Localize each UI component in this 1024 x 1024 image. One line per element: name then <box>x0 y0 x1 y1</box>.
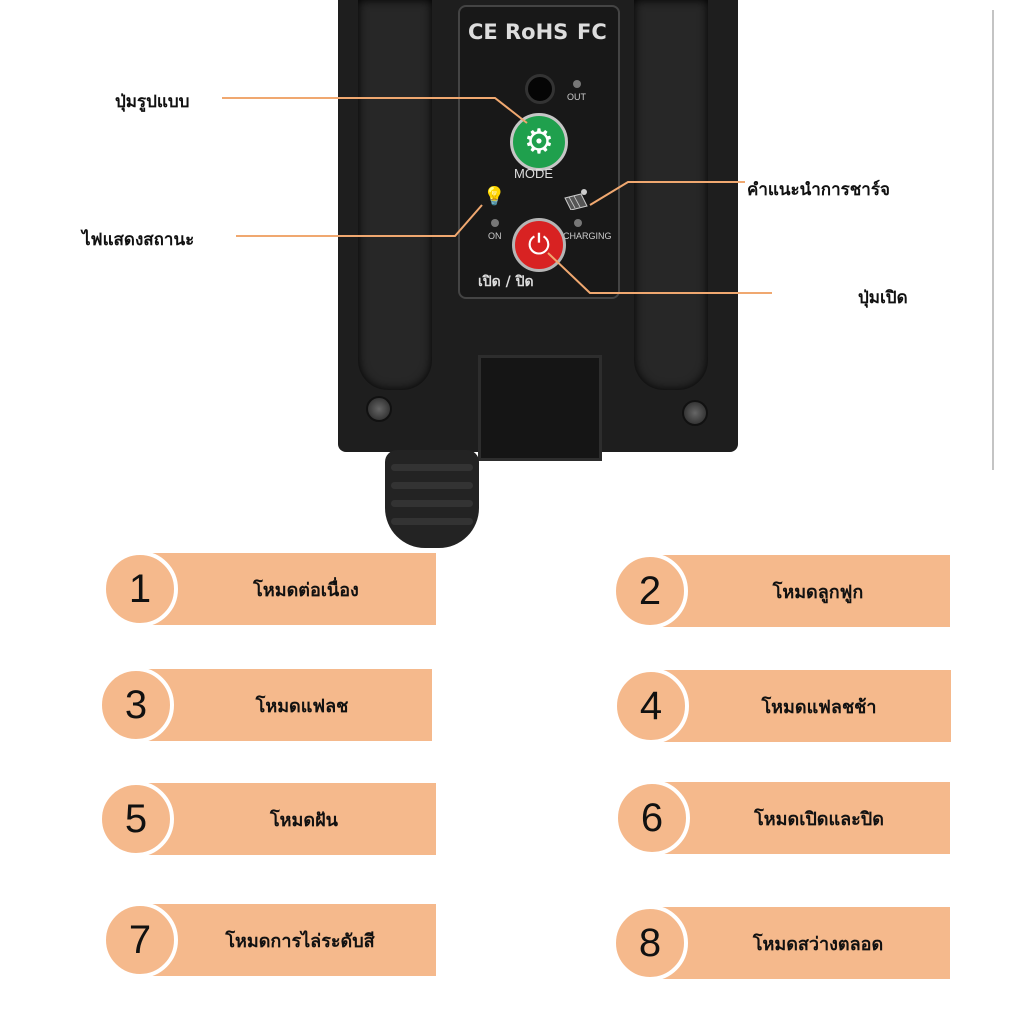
mode-label: โหมดแฟลช <box>255 695 349 717</box>
light-sensor <box>525 74 555 104</box>
power-button[interactable]: ⏻ <box>512 218 566 272</box>
mode-number: 1 <box>102 551 178 627</box>
mode-label: โหมดต่อเนื่อง <box>253 579 359 601</box>
mode-item-8: 8 โหมดสว่างตลอด <box>612 905 950 981</box>
out-led <box>573 80 581 88</box>
mode-item-2: 2 โหมดลูกฟูก <box>612 553 950 629</box>
power-label: เปิด / ปิด <box>478 274 534 290</box>
mode-label: โหมดเปิดและปิด <box>754 808 884 830</box>
mode-label: โหมดการไล่ระดับสี <box>225 930 375 952</box>
rohs-mark: RoHS <box>505 20 569 44</box>
left-screw <box>366 396 392 422</box>
power-button-callout: ปุ่มเปิด <box>858 288 908 308</box>
mode-number: 5 <box>98 781 174 857</box>
mode-label: โหมดแฟลชช้า <box>761 696 877 718</box>
bulb-icon: 💡 <box>483 186 506 207</box>
mode-label: โหมดลูกฟูก <box>772 581 864 603</box>
charging-label: CHARGING <box>563 231 612 241</box>
status-light-callout: ไฟแสดงสถานะ <box>82 230 195 250</box>
mode-number: 2 <box>612 553 688 629</box>
cable-plug <box>385 450 479 548</box>
charge-indicator-callout: คำแนะนำการชาร์จ <box>747 180 890 200</box>
on-label: ON <box>488 231 502 241</box>
mode-item-6: 6 โหมดเปิดและปิด <box>614 780 950 856</box>
mode-item-4: 4 โหมดแฟลชช้า <box>613 668 951 744</box>
solar-panel-icon <box>563 188 589 211</box>
mode-item-5: 5 โหมดฝัน <box>98 781 436 857</box>
mode-number: 3 <box>98 667 174 743</box>
mode-label: โหมดสว่างตลอด <box>752 933 884 955</box>
connector-housing <box>478 355 602 461</box>
callout-lines <box>222 10 994 470</box>
mode-item-3: 3 โหมดแฟลช <box>98 667 432 743</box>
mode-number: 6 <box>614 780 690 856</box>
power-icon: ⏻ <box>527 228 551 261</box>
charging-led <box>574 219 582 227</box>
gear-icon: ⚙ <box>523 122 555 162</box>
left-ridge <box>358 0 432 390</box>
right-screw <box>682 400 708 426</box>
mode-number: 7 <box>102 902 178 978</box>
out-label: OUT <box>567 92 586 102</box>
mode-item-7: 7 โหมดการไล่ระดับสี <box>102 902 436 978</box>
right-ridge <box>634 0 708 390</box>
mode-label: โหมดฝัน <box>270 809 338 831</box>
mode-button-callout: ปุ่มรูปแบบ <box>115 92 190 112</box>
mode-item-1: 1 โหมดต่อเนื่อง <box>102 551 436 627</box>
mode-number: 8 <box>612 905 688 981</box>
mode-label: MODE <box>514 166 553 181</box>
mode-number: 4 <box>613 668 689 744</box>
fc-mark: FC <box>577 20 607 44</box>
mode-button[interactable]: ⚙ <box>510 113 568 171</box>
ce-mark: CE <box>468 20 498 44</box>
on-led <box>491 219 499 227</box>
